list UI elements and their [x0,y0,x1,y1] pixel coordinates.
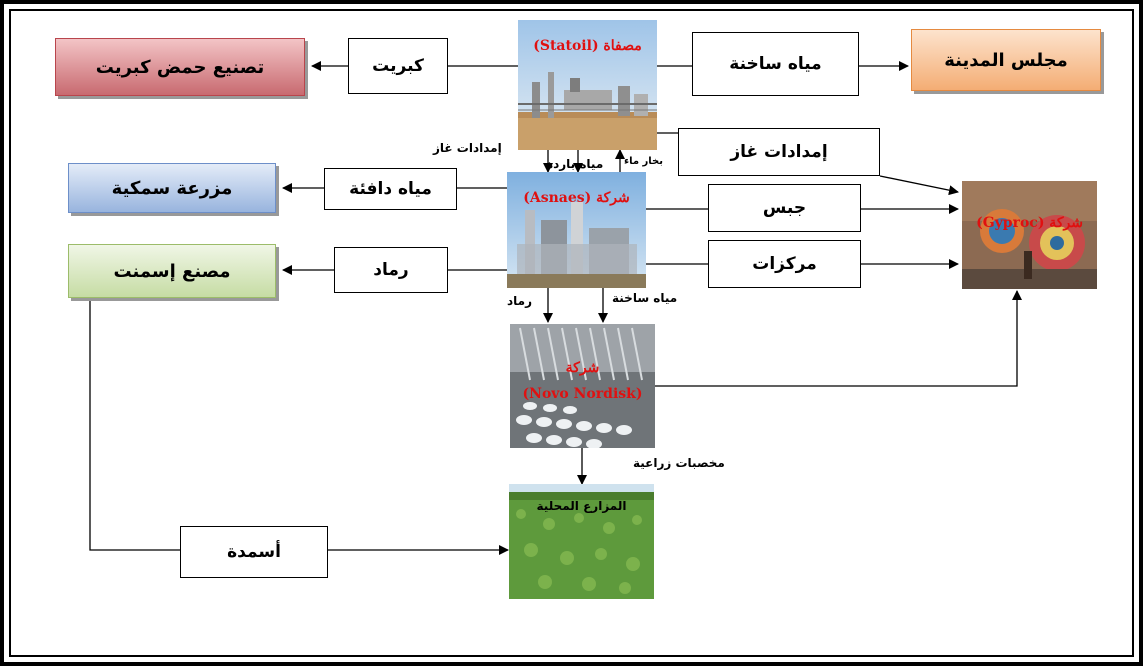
label-cold-water: مياه باردة [546,157,604,171]
gyproc-label: شركة (Gyproc) [976,215,1083,231]
flow-concentrates: مركزات [708,240,861,288]
asnaes-label: شركة (Asnaes) [523,190,630,206]
dest-city-council: مجلس المدينة [911,29,1101,91]
label-gas-supply-asnaes: إمدادات غاز [433,141,502,155]
statoil-refinery-image: مصفاة (Statoil) [518,20,657,150]
farms-label: المزارع المحلية [536,499,627,513]
refinery-illustration [518,20,657,150]
label-agri-fertilizers: مخصبات زراعية [633,456,725,470]
novo-label-line2: (Novo Nordisk) [522,386,643,402]
asnaes-plant-image: شركة (Asnaes) [507,172,646,288]
flow-warm-water: مياه دافئة [324,168,457,210]
label-steam: بخار ماء [624,156,664,167]
power-plant-illustration [507,172,646,288]
novo-label-line1: شركة [565,360,600,376]
gyproc-image: شركة (Gyproc) [962,181,1097,289]
inner-border [9,9,1134,657]
flow-fertilizers: أسمدة [180,526,328,578]
flow-gas-supply-gyproc: إمدادات غاز [678,128,880,176]
flow-sulfur: كبريت [348,38,448,94]
farm-field-illustration [509,484,654,599]
flow-hot-water-city: مياه ساخنة [692,32,859,96]
dest-cement-plant: مصنع إسمنت [68,244,276,298]
flow-ash-cement: رماد [334,247,448,293]
dest-sulfuric-acid: تصنيع حمض كبريت [55,38,305,96]
novo-nordisk-image: شركة (Novo Nordisk) [510,324,655,448]
dest-fish-farm: مزرعة سمكية [68,163,276,213]
flow-gypsum: جبس [708,184,861,232]
local-farms-image: المزارع المحلية [509,484,654,599]
statoil-label: مصفاة (Statoil) [533,38,642,54]
label-ash-novo: رماد [507,294,533,308]
label-hot-water-novo: مياه ساخنة [612,291,678,305]
production-line-illustration [510,324,655,448]
mosaic-wall-illustration [962,181,1097,289]
